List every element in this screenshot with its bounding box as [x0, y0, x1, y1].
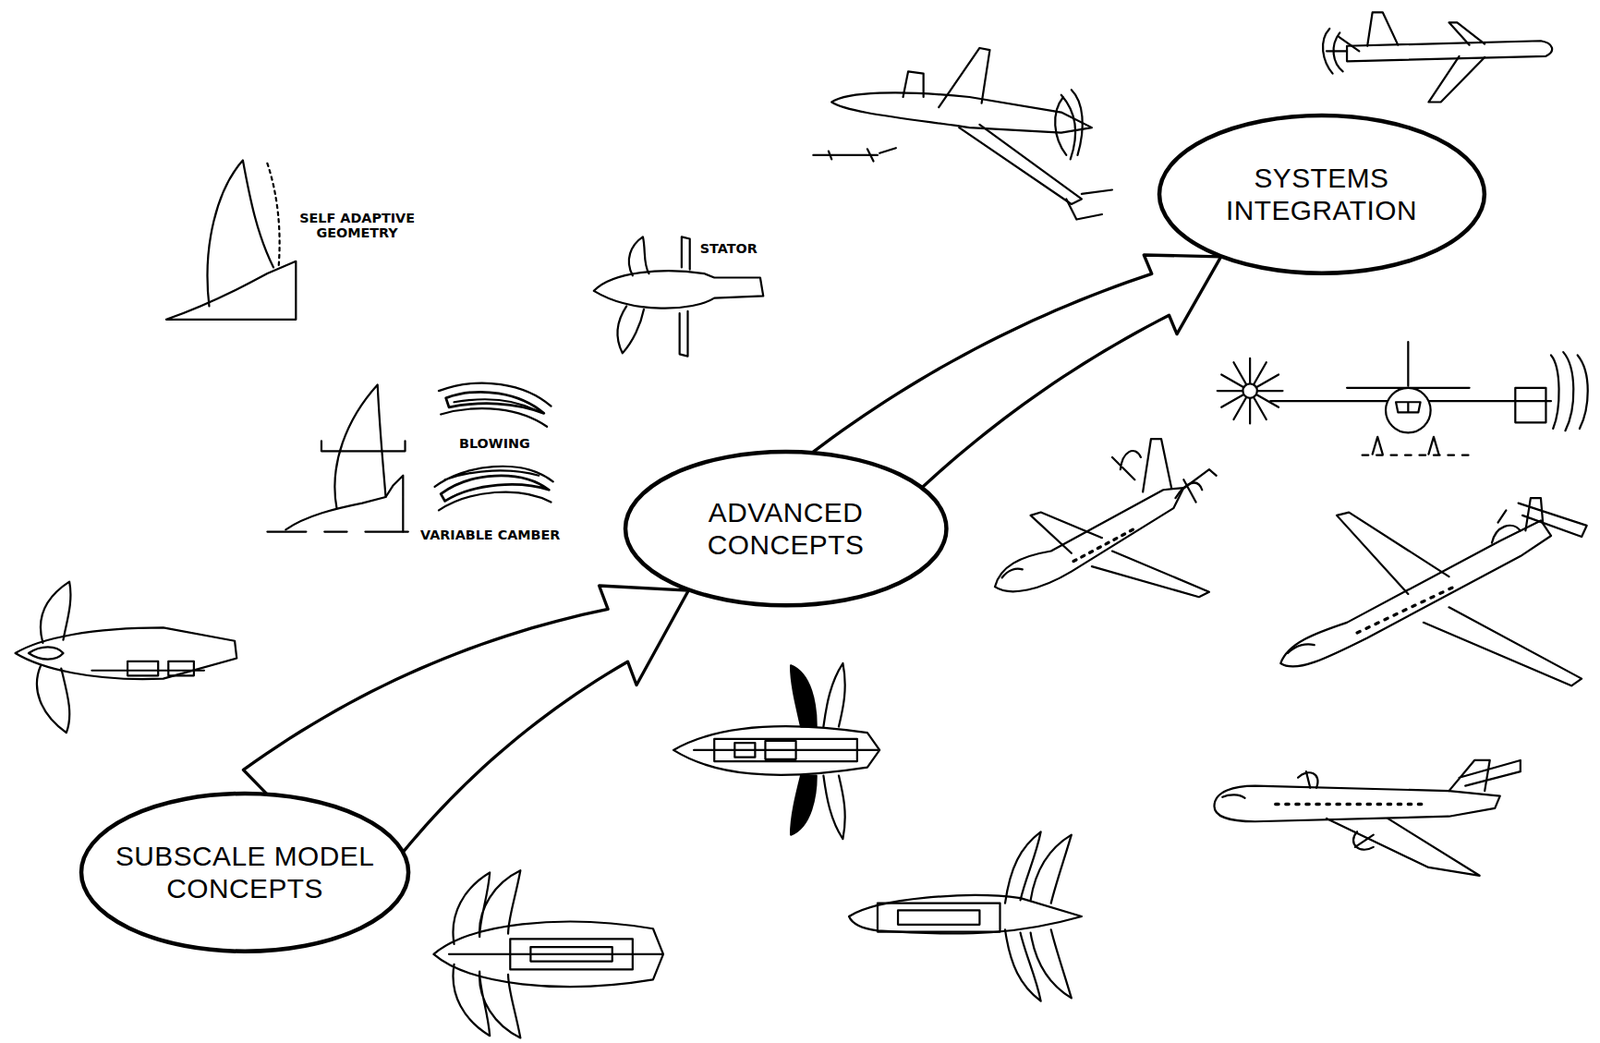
- propeller-hub: [1242, 383, 1257, 398]
- fan-blade: [790, 665, 817, 835]
- aircraft-wing: [1336, 512, 1582, 687]
- aircraft-fuselage: [831, 92, 1092, 133]
- blade-outline: [334, 384, 386, 509]
- propfan-blade: [452, 870, 521, 1038]
- propeller: [1112, 450, 1202, 502]
- engine-nacelle: [673, 726, 880, 776]
- node-text-block: SYSTEMS INTEGRATION: [1219, 161, 1424, 227]
- rotor-blade: [617, 236, 649, 353]
- baseline: [266, 530, 408, 533]
- engine-nacelle: [848, 895, 1082, 934]
- ellipse-outline: [1156, 112, 1488, 277]
- aircraft-fuselage: [1280, 520, 1552, 667]
- nacelle-body: [15, 627, 238, 679]
- ellipse-border: [81, 793, 409, 952]
- concept-ellipse: SYSTEMS INTEGRATION: [1156, 112, 1488, 277]
- node-label: ADVANCED CONCEPTS: [693, 496, 878, 561]
- part-label: VARIABLE CAMBER: [420, 527, 560, 544]
- propeller: [1297, 771, 1374, 850]
- aircraft-fuselage: [1346, 40, 1552, 61]
- cabin-windows: [1275, 802, 1424, 806]
- cockpit: [1287, 643, 1315, 654]
- engine-core: [877, 903, 1001, 933]
- engine-nacelle: [1515, 351, 1588, 431]
- stator-vane: [679, 236, 691, 356]
- node-label: SYSTEMS INTEGRATION: [1219, 161, 1424, 227]
- ground-line: [1362, 454, 1470, 457]
- cockpit: [1002, 569, 1023, 579]
- ellipse-border: [1159, 115, 1485, 274]
- aircraft-fuselage: [1213, 786, 1500, 823]
- aircraft-fuselage: [1385, 387, 1431, 434]
- landing-gear: [1372, 436, 1440, 455]
- ellipse-outline: [622, 448, 949, 608]
- part-label: BLOWING: [459, 436, 531, 452]
- cabin-windows: [1357, 586, 1455, 633]
- aircraft-tail: [1338, 12, 1398, 51]
- engine-core: [28, 646, 205, 676]
- nacelle-body: [593, 270, 764, 308]
- concept-ellipse: ADVANCED CONCEPTS: [622, 448, 949, 608]
- aircraft-wing: [1326, 818, 1480, 876]
- bracket: [321, 440, 406, 451]
- node-text-block: SUBSCALE MODEL CONCEPTS: [109, 839, 381, 905]
- part-label: STATOR: [700, 241, 758, 257]
- aircraft-tail: [1142, 438, 1217, 492]
- node-text-block: ADVANCED CONCEPTS: [693, 496, 878, 561]
- aircraft-tail: [1518, 497, 1588, 537]
- engine-core: [693, 739, 878, 762]
- cockpit: [1222, 794, 1245, 798]
- airfoil-flow-lines: [438, 383, 552, 427]
- cabin-windows: [1073, 528, 1135, 561]
- fan-blade: [823, 663, 845, 839]
- concept-ellipse: SUBSCALE MODEL CONCEPTS: [78, 790, 412, 955]
- engine-nacelle: [433, 921, 664, 987]
- hub-profile: [166, 261, 296, 320]
- propeller-disk: [1217, 358, 1284, 425]
- engine-core: [448, 938, 664, 970]
- engine-nacelle: [1491, 509, 1521, 543]
- aircraft-wing: [1030, 512, 1210, 598]
- cambered-airfoil: [440, 475, 549, 501]
- propeller: [1054, 89, 1083, 159]
- ellipse-outline: [78, 790, 412, 955]
- airfoil-flow-lines: [435, 466, 554, 511]
- propfan-blade: [36, 581, 71, 733]
- node-label: SUBSCALE MODEL CONCEPTS: [109, 839, 381, 905]
- missile: [812, 147, 896, 161]
- part-label: SELF ADAPTIVE GEOMETRY: [290, 210, 425, 242]
- aircraft-tail: [1449, 760, 1521, 791]
- aircraft-wing: [1428, 22, 1485, 102]
- cockpit: [1395, 401, 1421, 413]
- ellipse-border: [625, 451, 946, 606]
- aircraft-fin: [1066, 190, 1113, 220]
- aircraft-fuselage: [994, 487, 1184, 592]
- aircraft-wing: [903, 48, 1082, 205]
- adapted-blade-edge: [266, 163, 279, 268]
- propeller: [1322, 28, 1347, 74]
- blade-outline: [207, 159, 274, 306]
- propfan-blade: [1005, 831, 1072, 1001]
